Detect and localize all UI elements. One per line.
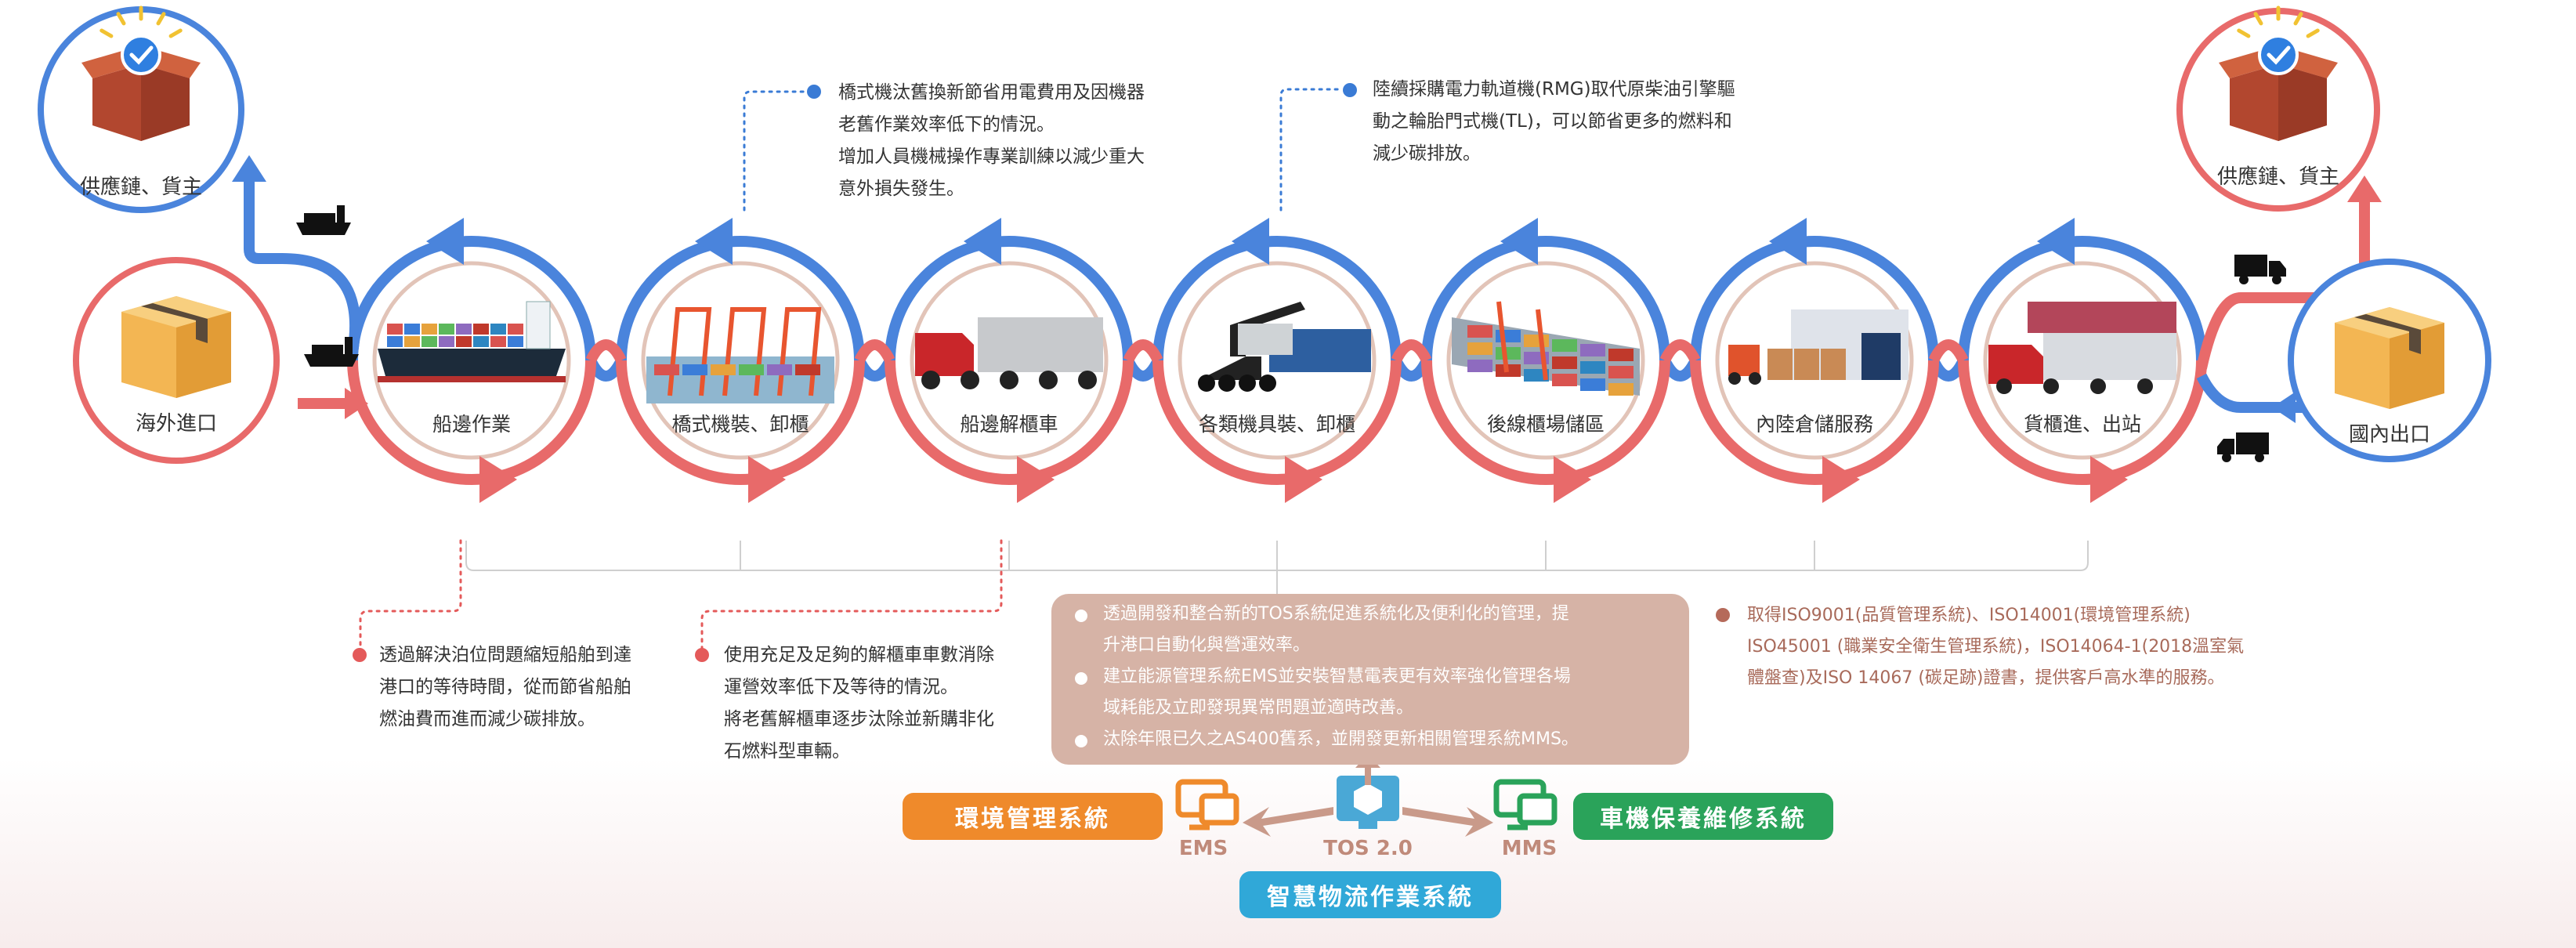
rmg-note-leader — [1279, 88, 1344, 212]
truck-note-leader — [700, 539, 1003, 649]
mms-tag: MMS — [1501, 837, 1558, 860]
tos-bullet — [1075, 610, 1087, 622]
blue-arrowhead — [2272, 392, 2296, 423]
red-arrowhead — [1017, 456, 1055, 503]
monitor-icon — [1175, 779, 1239, 830]
supply-chain-left-label: 供應鏈、貨主 — [79, 175, 203, 199]
crane-note-dot — [807, 85, 821, 99]
station-illustration — [1728, 309, 1908, 385]
tos-item-2: 建立能源管理系統EMS並安裝智慧電表更有效率強化管理各場 域耗能及立即發現異常問… — [1103, 667, 1571, 718]
tos-tag: TOS 2.0 — [1323, 837, 1413, 860]
station-illustration — [1452, 301, 1640, 396]
red-arrowhead — [1285, 456, 1322, 503]
red-connector — [585, 339, 627, 364]
station-label-gate: 貨櫃進、出站 — [2023, 413, 2142, 436]
blue-arc — [1690, 236, 1939, 361]
red-arrowhead — [2090, 456, 2128, 503]
blue-arrowhead — [1500, 218, 1538, 265]
blue-arrowhead — [426, 218, 464, 265]
red-connector — [854, 339, 895, 364]
export-to-supply-left — [244, 176, 361, 354]
station-label-yard-truck: 船邊解櫃車 — [960, 413, 1058, 436]
station-illustration — [1988, 302, 2176, 394]
red-arc — [1690, 360, 1939, 485]
rmg-note-dot — [1343, 83, 1357, 97]
red-connector — [1123, 339, 1163, 364]
ship-icon — [304, 337, 359, 367]
red-arrowhead — [748, 456, 786, 503]
red-arc — [885, 360, 1134, 485]
truck-icon — [2234, 255, 2286, 284]
red-arrowhead — [479, 456, 517, 503]
berth-note-dot — [353, 648, 367, 662]
red-connector — [1659, 339, 1701, 364]
tos-item-3: 汰除年限已久之AS400舊系，並開發更新相關管理系統MMS。 — [1103, 729, 1579, 749]
red-arrowhead — [2347, 175, 2382, 202]
tos-monitor-icon — [1337, 776, 1399, 829]
cargo-box-icon — [2335, 307, 2444, 409]
red-arrowhead — [345, 388, 368, 419]
tos-bullet — [1075, 672, 1087, 685]
ship-icon — [296, 205, 351, 235]
blue-arc — [1152, 236, 1402, 361]
box-check-icon — [81, 5, 201, 141]
red-arrowhead — [1822, 456, 1860, 503]
red-arc — [1152, 360, 1402, 485]
red-connector — [1928, 339, 1969, 364]
red-arc — [1421, 360, 1670, 485]
station-label-inland-warehouse: 內陸倉儲服務 — [1755, 413, 1874, 436]
ems-tag: EMS — [1178, 837, 1228, 860]
red-arc — [616, 360, 865, 485]
tos-bullet — [1075, 735, 1087, 747]
blue-arc — [885, 236, 1134, 361]
truck-icon — [2217, 432, 2269, 462]
station-label-quay-crane: 橋式機裝、卸櫃 — [671, 413, 809, 436]
tos-item-1: 透過開發和整合新的TOS系統促進系統化及便利化的管理，提 升港口自動化與營運效率… — [1103, 604, 1569, 655]
berth-note-leader — [359, 539, 462, 649]
tos-left-arrow — [1243, 807, 1333, 837]
blue-arc — [616, 236, 865, 361]
station-label-machinery: 各類機具裝、卸櫃 — [1198, 413, 1356, 436]
tos-improvements-box: 透過開發和整合新的TOS系統促進系統化及便利化的管理，提 升港口自動化與營運效率… — [1051, 594, 1689, 765]
box-check-icon — [2219, 5, 2338, 141]
blue-arrowhead — [1769, 218, 1807, 265]
blue-arrowhead — [2037, 218, 2075, 265]
mms-system-pill: 車機保養維修系統 — [1573, 793, 1833, 840]
blue-arc — [347, 236, 596, 361]
blue-arc — [1958, 236, 2207, 361]
cargo-box-icon — [121, 296, 231, 398]
blue-arrowhead — [1232, 218, 1269, 265]
station-label-berth-ops: 船邊作業 — [432, 413, 512, 436]
crane-note-leader — [743, 90, 809, 212]
station-illustration — [915, 317, 1103, 389]
blue-arc — [1421, 236, 1670, 361]
station-illustration — [646, 307, 834, 403]
red-arc — [347, 360, 596, 485]
truck-note-dot — [695, 648, 709, 662]
iso-certifications: 取得ISO9001(品質管理系統)、ISO14001(環境管理系統) ISO45… — [1747, 606, 2245, 688]
blue-arrowhead — [695, 218, 733, 265]
red-arc — [1958, 360, 2207, 485]
overseas-import-label: 海外進口 — [135, 412, 218, 436]
ems-system-pill: 環境管理系統 — [903, 793, 1163, 840]
berth-note: 透過解決泊位問題縮短船舶到達 港口的等待時間，從而節省船舶 燃油費而進而減少碳排… — [379, 645, 631, 729]
domestic-export-label: 國內出口 — [2348, 423, 2431, 447]
crane-note: 橋式機汰舊換新節省用電費用及因機器 老舊作業效率低下的情況。 增加人員機械操作專… — [838, 82, 1145, 199]
station-illustration — [1198, 302, 1371, 392]
monitor-icon — [1493, 779, 1558, 830]
blue-arrowhead — [964, 218, 1001, 265]
tos-right-arrow — [1402, 807, 1493, 837]
export-line — [2196, 373, 2335, 413]
rmg-note: 陸續採購電力軌道機(RMG)取代原柴油引擎驅 動之輪胎門式機(TL)，可以節省更… — [1373, 79, 1735, 164]
station-illustration — [378, 301, 566, 382]
blue-arrowhead — [232, 155, 266, 182]
truck-note: 使用充足及足夠的解櫃車車數消除 運營效率低下及等待的情況。 將老舊解櫃車逐步汰除… — [724, 645, 994, 762]
supply-chain-right-label: 供應鏈、貨主 — [2216, 165, 2340, 189]
tos-system-pill: 智慧物流作業系統 — [1239, 871, 1501, 918]
red-connector — [1391, 339, 1432, 364]
station-label-storage-yard: 後線櫃場儲區 — [1486, 413, 1605, 436]
iso-note-dot — [1716, 608, 1730, 622]
red-arrowhead — [1554, 456, 1591, 503]
